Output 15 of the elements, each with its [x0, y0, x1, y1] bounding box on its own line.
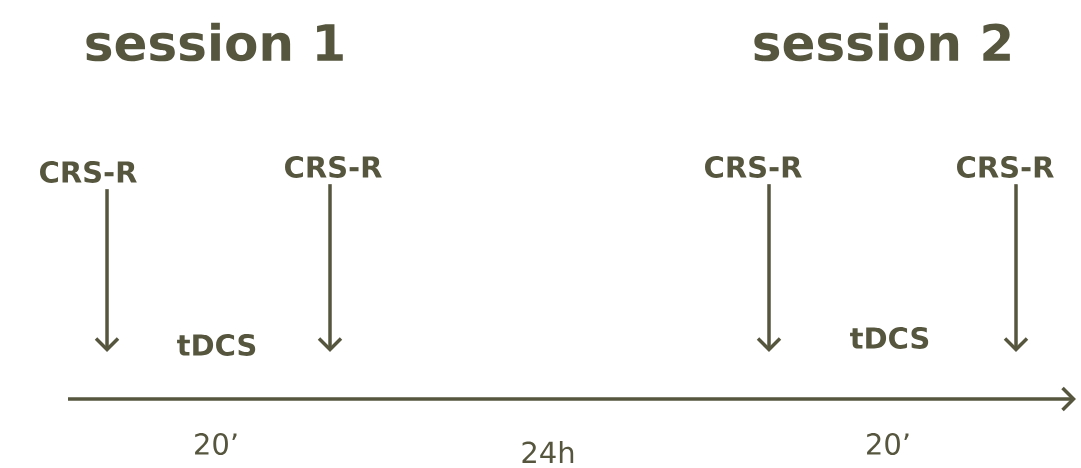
arrow [94, 189, 120, 352]
measure-label: CRS-R [285, 156, 382, 178]
duration-label: 20’ [195, 433, 237, 455]
session-heading: session 2 [754, 22, 1010, 62]
arrow [756, 184, 782, 352]
arrow [317, 184, 343, 352]
measure-label: CRS-R [40, 161, 137, 183]
duration-label: 20’ [867, 433, 909, 455]
session-heading: session 1 [86, 22, 343, 62]
arrow [1003, 184, 1029, 352]
measure-label: CRS-R [705, 156, 802, 178]
measure-label: CRS-R [957, 156, 1054, 178]
stimulation-label: tDCS [850, 327, 929, 349]
stimulation-label: tDCS [177, 334, 256, 356]
duration-label: 24h [522, 440, 574, 463]
